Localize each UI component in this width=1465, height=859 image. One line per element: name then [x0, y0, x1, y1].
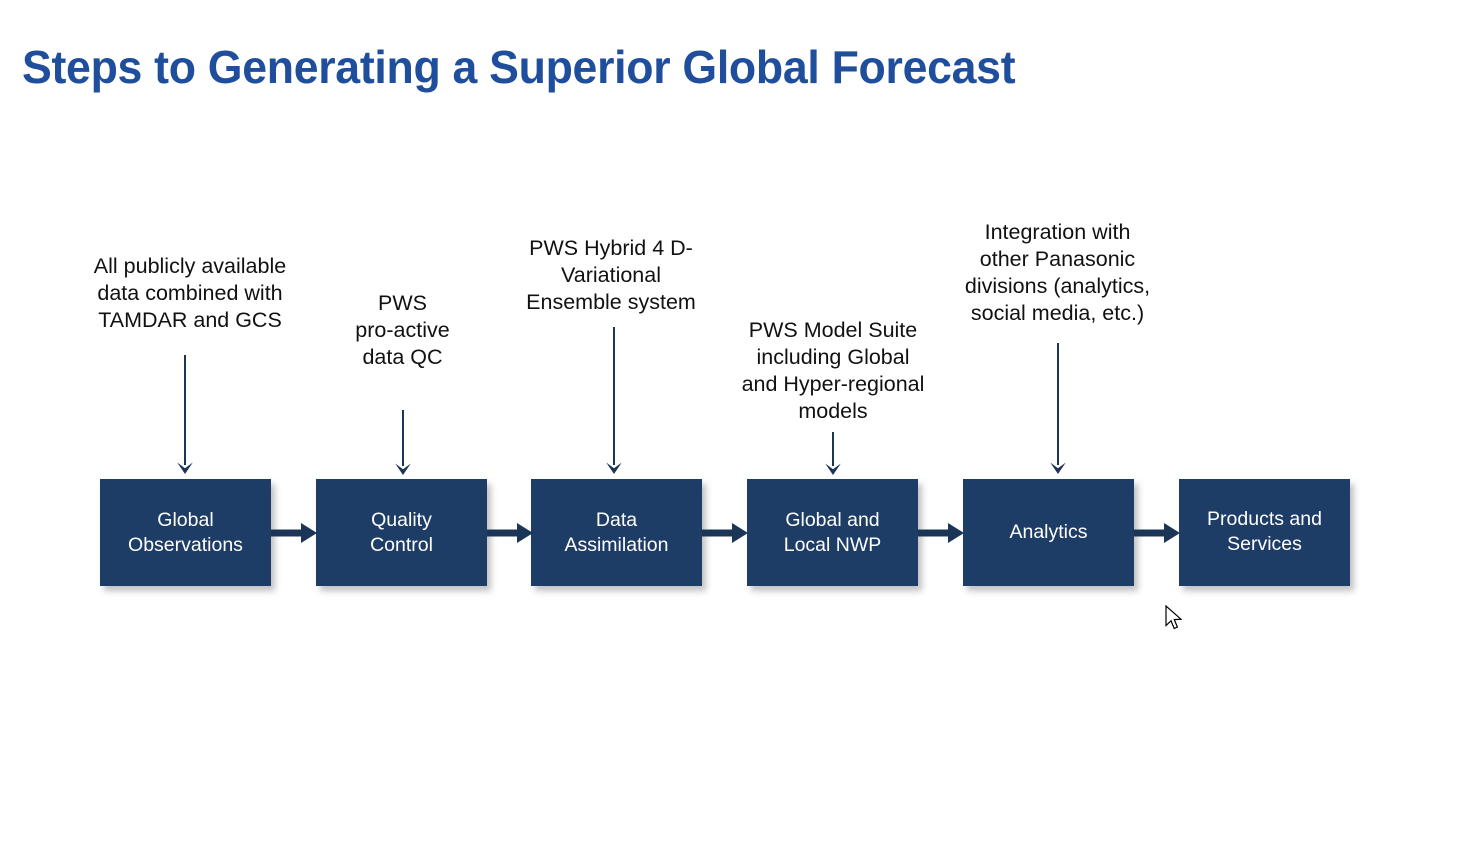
box-label-line: Assimilation: [564, 533, 669, 556]
box-label-line: Local NWP: [783, 533, 882, 556]
note-line: PWS Model Suite: [748, 318, 918, 342]
note-arrow-4: [820, 432, 846, 478]
note-line: including Global: [756, 345, 910, 369]
note-arrow-2: [390, 410, 416, 478]
note-line: pro-active: [355, 318, 450, 342]
box-label-line: Analytics: [1009, 521, 1088, 543]
note-line: data QC: [362, 345, 443, 369]
note-line: Integration with: [984, 220, 1131, 244]
box-analytics[interactable]: Analytics: [963, 479, 1134, 586]
connector-4-5: [918, 520, 965, 546]
box-global-observations[interactable]: Global Observations: [100, 479, 271, 586]
note-analytics: Integration with other Panasonic divisio…: [940, 219, 1175, 327]
note-global-observations: All publicly available data combined wit…: [55, 253, 325, 334]
box-label: Quality Control: [370, 508, 433, 558]
note-line: other Panasonic: [979, 247, 1136, 271]
box-quality-control[interactable]: Quality Control: [316, 479, 487, 586]
arrow-shaft: [832, 432, 835, 466]
arrow-shaft: [402, 410, 405, 466]
connector-3-4: [702, 520, 749, 546]
connector-5-6: [1134, 520, 1181, 546]
page-title: Steps to Generating a Superior Global Fo…: [22, 41, 1016, 93]
note-global-local-nwp: PWS Model Suite including Global and Hyp…: [716, 317, 950, 425]
note-line: PWS: [378, 291, 427, 315]
note-arrow-1: [172, 355, 198, 477]
box-label: Global Observations: [128, 508, 243, 558]
note-arrow-3: [601, 327, 627, 477]
note-data-assimilation: PWS Hybrid 4 D- Variational Ensemble sys…: [495, 235, 727, 316]
note-line: Ensemble system: [526, 290, 696, 314]
note-line: TAMDAR and GCS: [98, 308, 282, 332]
box-label-line: Data: [595, 508, 638, 531]
box-label-line: Quality: [371, 508, 432, 531]
arrow-head-icon: [394, 463, 412, 477]
box-label-line: Global: [157, 508, 214, 531]
arrow-shaft: [613, 327, 616, 465]
note-line: Variational: [561, 263, 661, 287]
note-line: models: [798, 399, 868, 423]
box-products-services[interactable]: Products and Services: [1179, 479, 1350, 586]
mouse-cursor-icon: [1165, 604, 1185, 633]
box-label: Products and Services: [1207, 507, 1322, 557]
box-global-local-nwp[interactable]: Global and Local NWP: [747, 479, 918, 586]
arrow-head-icon: [1049, 462, 1067, 476]
box-label: Global and Local NWP: [784, 508, 882, 558]
box-label-line: Global and: [785, 508, 880, 531]
box-label-line: Services: [1227, 533, 1302, 555]
box-data-assimilation[interactable]: Data Assimilation: [531, 479, 702, 586]
box-label-line: Observations: [128, 533, 243, 556]
note-line: divisions (analytics,: [964, 274, 1151, 298]
box-label: Analytics: [1009, 520, 1087, 545]
note-line: and Hyper-regional: [741, 372, 925, 396]
note-line: PWS Hybrid 4 D-: [529, 236, 693, 260]
box-label-line: Control: [370, 533, 433, 556]
arrow-head-icon: [824, 463, 842, 477]
note-line: data combined with: [97, 281, 283, 305]
box-label: Data Assimilation: [564, 508, 668, 558]
connector-1-2: [271, 520, 318, 546]
note-quality-control: PWS pro-active data QC: [325, 290, 480, 371]
arrow-shaft: [1057, 343, 1060, 465]
note-line: social media, etc.): [970, 301, 1145, 325]
box-label-line: Products and: [1207, 508, 1322, 530]
note-arrow-5: [1045, 343, 1071, 477]
connector-2-3: [487, 520, 534, 546]
arrow-shaft: [184, 355, 187, 465]
note-line: All publicly available: [93, 254, 287, 278]
arrow-head-icon: [176, 462, 194, 476]
arrow-head-icon: [605, 462, 623, 476]
